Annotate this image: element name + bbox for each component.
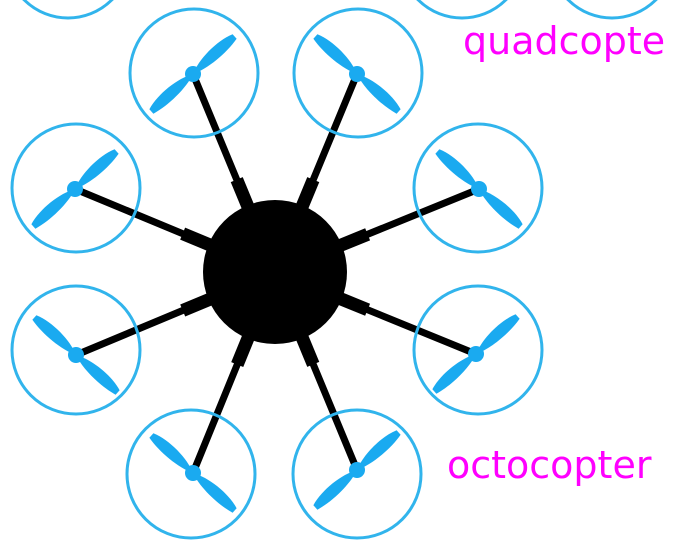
propeller-icon bbox=[28, 146, 122, 233]
propeller-icon bbox=[29, 312, 123, 399]
rotor bbox=[127, 410, 255, 538]
propeller-icon bbox=[310, 31, 404, 118]
propeller-icon bbox=[429, 311, 523, 398]
rotor bbox=[414, 124, 542, 252]
partial-rotor-ring bbox=[550, 0, 674, 18]
partial-rotor-ring bbox=[400, 0, 524, 18]
rotor bbox=[414, 286, 542, 414]
rotor bbox=[12, 286, 140, 414]
rotor bbox=[130, 9, 258, 137]
rotor bbox=[294, 9, 422, 137]
partial-quadcopter-rotors bbox=[6, 0, 674, 18]
quadcopter-label: quadcopte bbox=[463, 22, 665, 60]
propeller-icon bbox=[310, 427, 404, 514]
partial-rotor-ring bbox=[6, 0, 130, 18]
propeller-icon bbox=[146, 31, 240, 118]
propeller-icon bbox=[146, 430, 240, 517]
octocopter-label: octocopter bbox=[447, 446, 651, 484]
octocopter-body-hub bbox=[203, 200, 347, 344]
propeller-icon bbox=[432, 146, 526, 233]
rotor bbox=[293, 410, 421, 538]
rotor bbox=[12, 124, 140, 252]
